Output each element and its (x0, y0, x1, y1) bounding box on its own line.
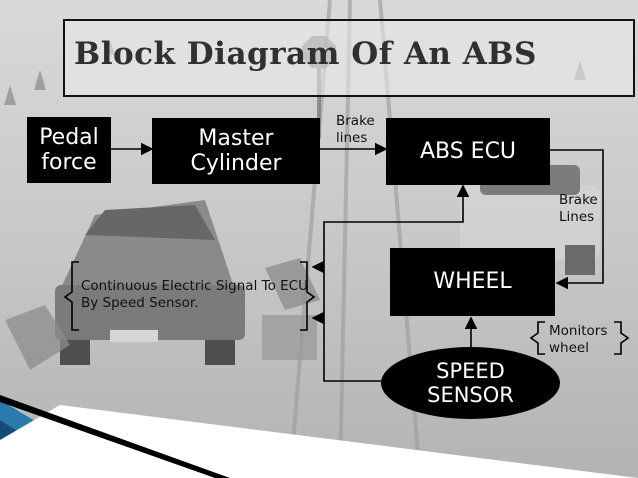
label-brake-lines-right: Brake Lines (559, 192, 598, 225)
arrow-ecu-wheel (550, 149, 604, 290)
signal-bracket-left (63, 261, 79, 331)
label-brake-lines-top: Brake lines (336, 113, 375, 146)
block-speed-sensor: SPEED SENSOR (381, 347, 560, 419)
block-wheel: WHEEL (390, 248, 555, 316)
label-signal-note: Continuous Electric Signal To ECU By Spe… (81, 278, 308, 311)
block-abs-ecu: ABS ECU (386, 118, 550, 185)
monitors-bracket-left (529, 321, 545, 355)
arrow-sensor-ecu (323, 184, 470, 382)
block-wheel-label: WHEEL (433, 269, 512, 295)
block-master-cylinder-label: Master Cylinder (190, 125, 282, 176)
page-title: Block Diagram Of An ABS (74, 36, 537, 72)
label-monitors-wheel: Monitors wheel (549, 323, 608, 356)
block-abs-ecu-label: ABS ECU (419, 138, 517, 164)
monitors-bracket-right (614, 321, 630, 355)
title-frame (63, 19, 635, 97)
block-pedal-force-label: Pedal force (39, 124, 99, 175)
block-speed-sensor-label: SPEED SENSOR (427, 358, 514, 407)
block-pedal-force: Pedal force (27, 117, 111, 183)
block-master-cylinder: Master Cylinder (152, 118, 320, 184)
signal-bracket-right (300, 261, 316, 331)
